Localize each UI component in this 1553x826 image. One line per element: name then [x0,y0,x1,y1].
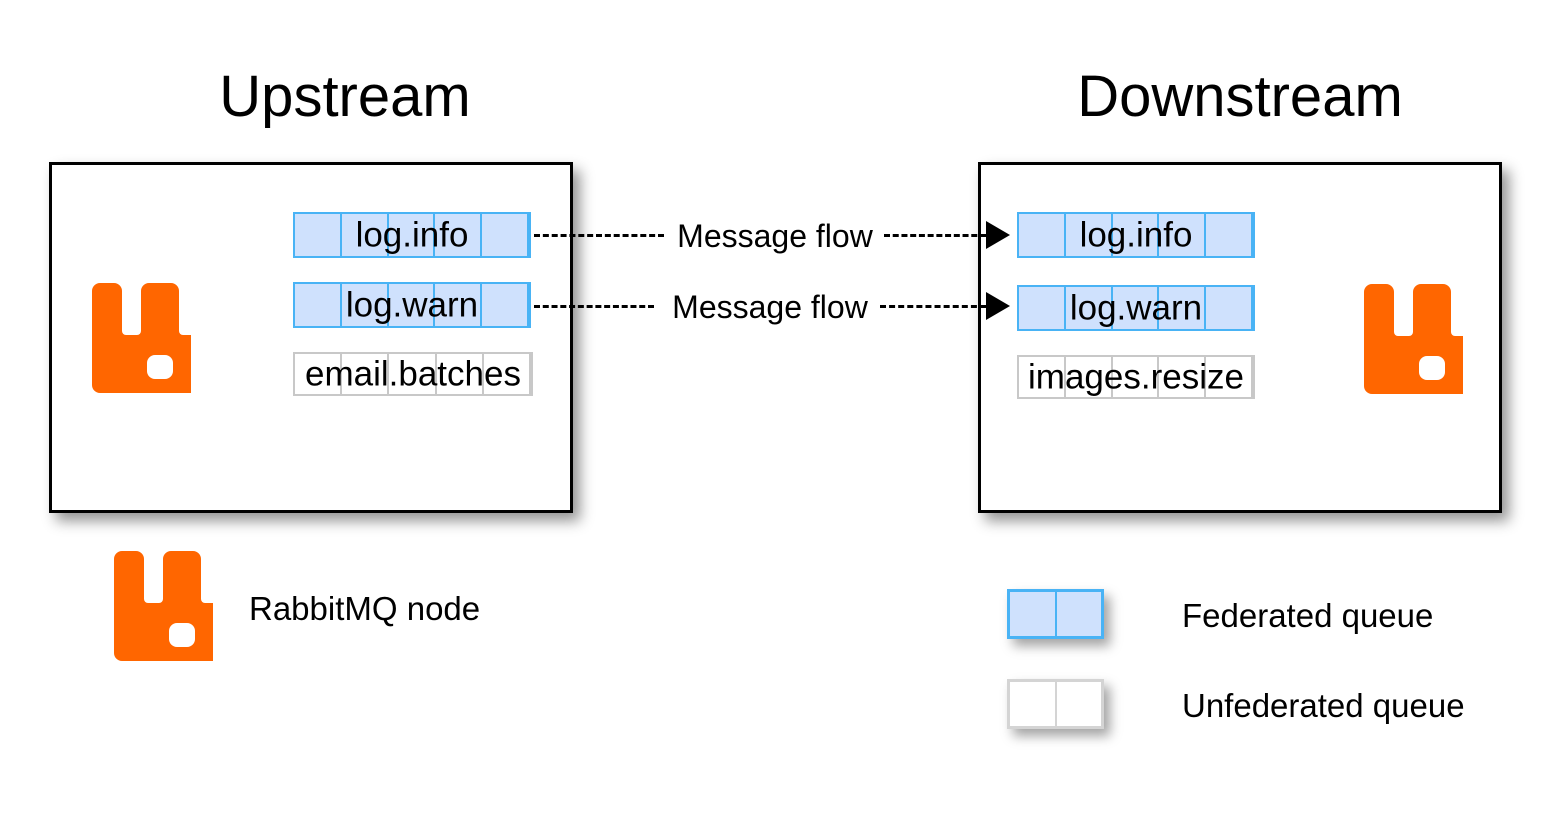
queue-cell [295,354,343,394]
legend-swatch-unfederated-queue [1007,679,1104,729]
queue-cell [435,284,483,326]
downstream-queue-log-warn[interactable]: log.warn [1017,285,1255,331]
queue-cell [1159,214,1207,256]
queue-cell [1113,287,1160,329]
queue-cell [389,354,437,394]
legend-rabbitmq-logo-icon [114,551,213,661]
queue-cell [389,284,436,326]
legend-label-unfederated-queue: Unfederated queue [1182,687,1465,724]
queue-cell [1066,287,1113,329]
downstream-queue-images-resize[interactable]: images.resize [1017,355,1255,399]
queue-cell [1159,357,1207,397]
legend-swatch-federated-queue [1007,589,1104,639]
queue-cell [342,354,390,394]
queue-cell [1206,287,1253,329]
queue-cell [1206,214,1253,256]
rabbitmq-logo-icon [1364,284,1463,394]
queue-cell [1019,214,1066,256]
message-flow-dashed-line [884,234,986,237]
message-flow-label: Message flow [677,218,873,254]
queue-cell [1057,682,1102,726]
legend-label-rabbitmq-node: RabbitMQ node [249,590,481,627]
queue-cell [1010,592,1057,636]
queue-cell [435,214,483,256]
upstream-queue-log-warn[interactable]: log.warn [293,282,531,328]
queue-cell [342,284,389,326]
upstream-queue-log-info[interactable]: log.info [293,212,531,258]
queue-cell [1206,357,1253,397]
downstream-title: Downstream [1077,64,1403,129]
queue-cell [482,214,529,256]
queue-cell [1057,592,1102,636]
queue-cell [1019,357,1066,397]
message-flow-dashed-line [534,234,664,237]
legend-label-federated-queue: Federated queue [1182,597,1434,634]
queue-cell [1010,682,1057,726]
queue-cell [1066,357,1113,397]
queue-cell [1159,287,1207,329]
message-flow-label: Message flow [672,289,868,325]
message-flow-dashed-line [534,305,654,308]
upstream-title: Upstream [219,64,471,129]
queue-cell [295,214,342,256]
queue-cell [342,214,389,256]
queue-cell [484,354,532,394]
upstream-queue-email-batches[interactable]: email.batches [293,352,533,396]
queue-cell [295,284,342,326]
queue-cell [1066,214,1113,256]
message-flow-dashed-line [880,305,986,308]
arrow-right-icon [986,292,1010,320]
queue-cell [437,354,484,394]
queue-cell [1019,287,1066,329]
rabbitmq-logo-icon [92,283,191,393]
queue-cell [1113,214,1160,256]
arrow-right-icon [986,221,1010,249]
queue-cell [482,284,529,326]
queue-cell [389,214,436,256]
downstream-queue-log-info[interactable]: log.info [1017,212,1255,258]
queue-cell [1113,357,1160,397]
